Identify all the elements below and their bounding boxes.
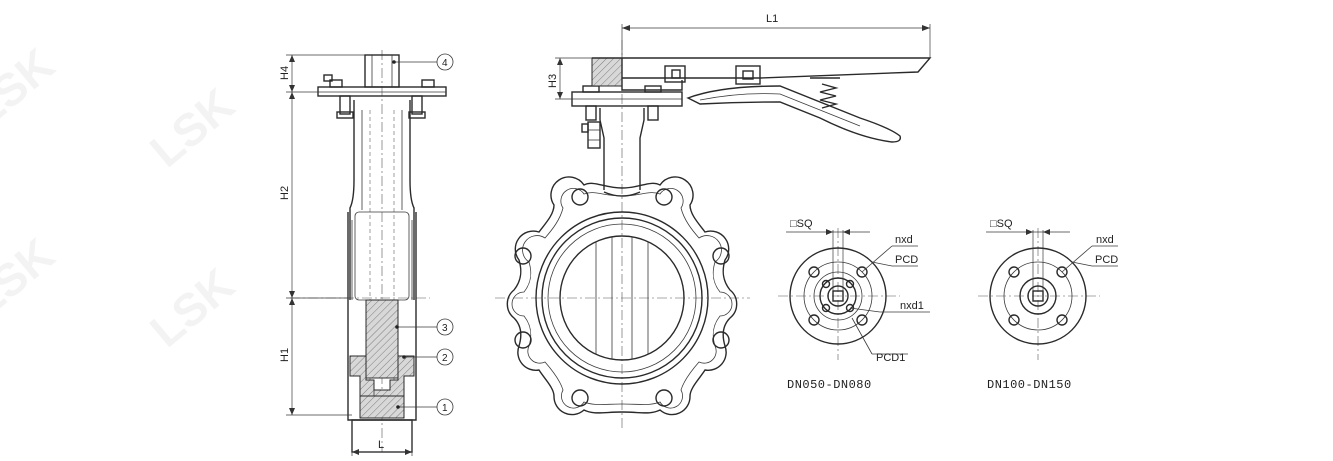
flange-large-caption: DN100-DN150 (987, 378, 1072, 392)
side-view: H4 H2 H1 L 4 3 2 (279, 50, 454, 456)
balloon-1: 1 (396, 398, 454, 416)
watermark: LSK (140, 258, 244, 357)
flange-small-pcd1-label: PCD1 (876, 352, 905, 364)
dim-h3-label: H3 (547, 74, 559, 88)
flange-small-nxd1-label: nxd1 (900, 300, 924, 312)
flange-large: □SQ nxd PCD DN100-DN150 (978, 218, 1118, 392)
flange-large-sq-label: □SQ (990, 218, 1013, 230)
svg-text:1: 1 (442, 403, 448, 414)
flange-small-caption: DN050-DN080 (787, 378, 872, 392)
watermark: LSK (0, 38, 64, 137)
dim-l1-label: L1 (766, 13, 778, 25)
dim-h4-label: H4 (279, 66, 291, 80)
balloon-4: 4 (392, 53, 454, 71)
flange-small: □SQ nxd PCD nxd1 PCD1 DN050-DN080 (778, 218, 930, 392)
balloon-3: 3 (395, 318, 454, 336)
flange-large-pcd-label: PCD (1095, 254, 1118, 266)
dim-l-label: L (378, 439, 384, 451)
svg-text:3: 3 (442, 323, 448, 334)
dim-h2-label: H2 (279, 186, 291, 200)
watermark-group: LSK LSK LSK LSK (0, 38, 244, 357)
svg-text:4: 4 (442, 58, 448, 69)
svg-text:2: 2 (442, 353, 448, 364)
watermark: LSK (140, 78, 244, 177)
flange-small-nxd-label: nxd (895, 234, 913, 246)
flange-large-nxd-label: nxd (1096, 234, 1114, 246)
dim-h1-label: H1 (279, 348, 291, 362)
balloon-2: 2 (402, 348, 454, 366)
front-view: L1 H3 (495, 13, 932, 430)
flange-small-sq-label: □SQ (790, 218, 813, 230)
flange-small-pcd-label: PCD (895, 254, 918, 266)
watermark: LSK (0, 228, 64, 327)
